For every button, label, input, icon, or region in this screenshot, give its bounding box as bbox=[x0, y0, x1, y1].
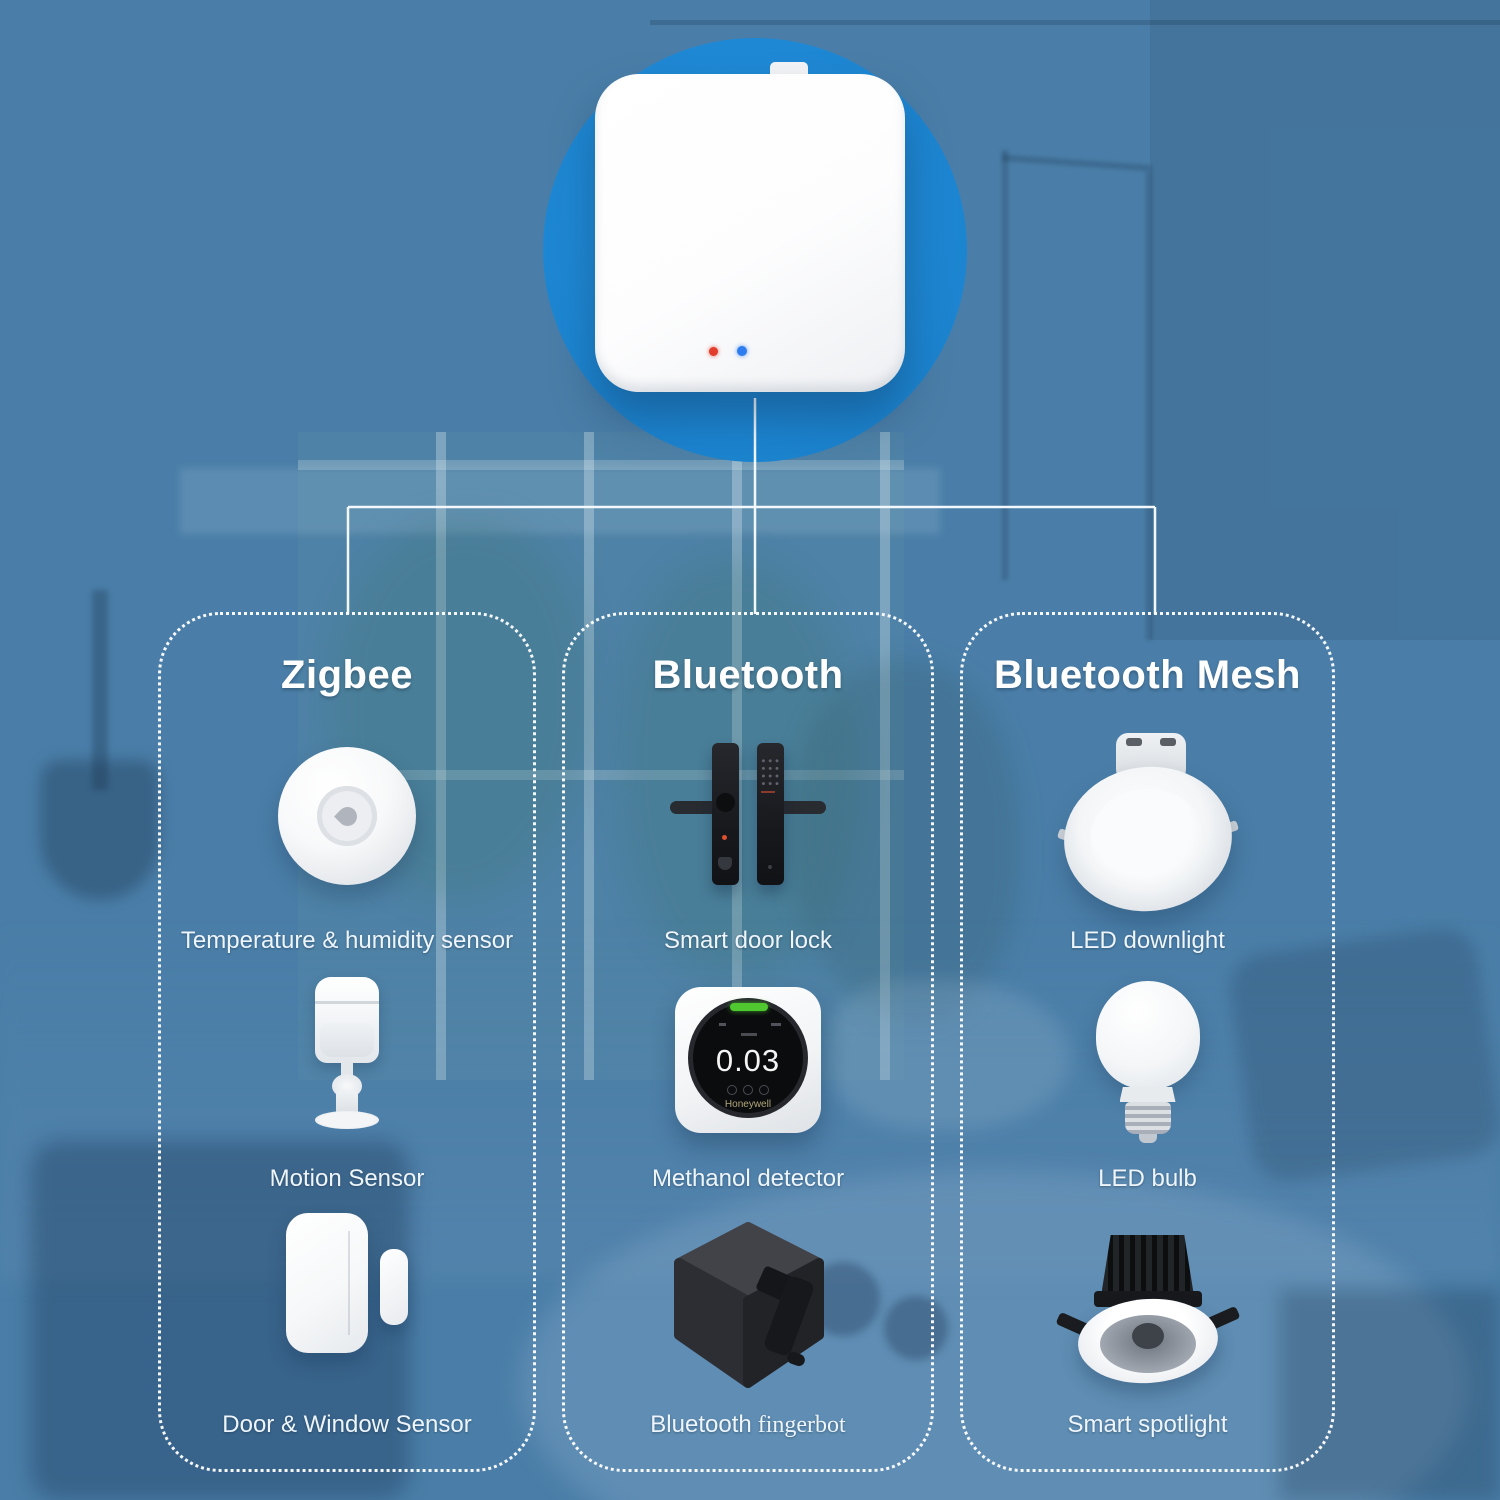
bg-window bbox=[298, 432, 904, 1080]
bulb-globe bbox=[1095, 981, 1200, 1089]
detector-icon bbox=[759, 1085, 769, 1095]
detector-mark bbox=[719, 1023, 726, 1026]
bluetooth-mesh-title: Bluetooth Mesh bbox=[994, 653, 1301, 697]
gateway-blue-led bbox=[737, 346, 747, 356]
led-downlight-label: LED downlight bbox=[1070, 927, 1225, 954]
zigbee-title: Zigbee bbox=[281, 653, 413, 697]
bulb-neck bbox=[1119, 1087, 1176, 1102]
lock-indicator bbox=[722, 835, 727, 840]
lock-handle bbox=[670, 801, 718, 814]
smart-door-lock-image bbox=[668, 737, 828, 889]
smart-spotlight-image bbox=[1054, 1235, 1241, 1388]
motion-sensor-image bbox=[307, 977, 387, 1135]
sensor-main-unit bbox=[286, 1213, 368, 1353]
methanol-detector-label: Methanol detector bbox=[651, 1165, 845, 1192]
bulb-tip bbox=[1138, 1134, 1157, 1143]
bg-side-table bbox=[1280, 1290, 1500, 1500]
led-bulb-image bbox=[1093, 981, 1203, 1145]
fingerbot-label-serif: fingerbot bbox=[751, 1412, 846, 1438]
sensor-neck bbox=[341, 1063, 353, 1077]
temperature-humidity-sensor-image bbox=[278, 745, 416, 893]
bg-lamp bbox=[92, 590, 108, 790]
group-bluetooth-mesh: Bluetooth Mesh LED downlight LED bulb Sm… bbox=[960, 612, 1335, 1472]
downlight-lens bbox=[1089, 789, 1206, 889]
detector-mark bbox=[741, 1033, 757, 1036]
methanol-detector-image: 0.03 Honeywell bbox=[675, 987, 821, 1133]
fingerbot-label-sans: Bluetooth bbox=[650, 1411, 752, 1438]
bg-door-frame bbox=[1002, 150, 1008, 580]
lock-keypad bbox=[760, 757, 780, 787]
bg-pillow bbox=[830, 980, 1070, 1130]
bg-ceiling-line bbox=[650, 20, 1500, 25]
gateway-red-led bbox=[709, 347, 718, 356]
sensor-base bbox=[315, 1111, 379, 1129]
smart-door-lock-label: Smart door lock bbox=[663, 927, 833, 954]
sensor-seam bbox=[348, 1231, 350, 1335]
bg-lamp bbox=[40, 760, 160, 900]
lock-shield-icon bbox=[718, 857, 732, 870]
motion-sensor-label: Motion Sensor bbox=[269, 1165, 425, 1192]
bg-wall-shade bbox=[1150, 0, 1500, 640]
bg-window-sill bbox=[180, 468, 940, 534]
smart-spotlight-label: Smart spotlight bbox=[1067, 1411, 1228, 1438]
detector-screen bbox=[688, 998, 808, 1118]
sensor-band bbox=[315, 1001, 379, 1004]
bg-door-frame bbox=[1146, 172, 1152, 640]
detector-status-bar bbox=[730, 1003, 768, 1011]
led-downlight-image bbox=[1055, 733, 1240, 921]
smart-gateway-image bbox=[595, 74, 905, 392]
sensor-lens bbox=[320, 1023, 374, 1057]
bluetooth-fingerbot-label: Bluetooth fingerbot bbox=[525, 1411, 971, 1439]
bluetooth-title: Bluetooth bbox=[652, 653, 844, 697]
fingerbot-cube bbox=[674, 1222, 824, 1388]
detector-icon bbox=[727, 1085, 737, 1095]
door-window-sensor-image bbox=[286, 1213, 408, 1353]
sensor-stand bbox=[336, 1091, 358, 1117]
sensor-magnet bbox=[380, 1249, 408, 1325]
detector-icon bbox=[743, 1085, 753, 1095]
detector-reading: 0.03 bbox=[715, 1043, 781, 1078]
spotlight-heatsink bbox=[1101, 1235, 1194, 1293]
fingerprint-knob bbox=[716, 793, 735, 812]
downlight-vent bbox=[1159, 738, 1176, 746]
lock-bottom-dot bbox=[768, 865, 772, 869]
bg-plant bbox=[790, 660, 1020, 1020]
group-zigbee: Zigbee Temperature & humidity sensor Mot… bbox=[158, 612, 536, 1472]
lock-handle bbox=[778, 801, 826, 814]
bulb-screw-base bbox=[1124, 1102, 1171, 1134]
door-window-sensor-label: Door & Window Sensor bbox=[222, 1411, 472, 1438]
group-bluetooth: Bluetooth Smart door lock 0.03 Honeywell… bbox=[562, 612, 934, 1472]
temperature-humidity-sensor-label: Temperature & humidity sensor bbox=[180, 927, 514, 954]
detector-mark bbox=[771, 1023, 781, 1026]
bluetooth-fingerbot-image bbox=[663, 1215, 833, 1393]
led-bulb-label: LED bulb bbox=[1098, 1165, 1197, 1192]
spotlight-led-module bbox=[1131, 1323, 1164, 1349]
bg-foliage bbox=[620, 560, 860, 980]
downlight-vent bbox=[1125, 738, 1142, 746]
bg-pompom bbox=[884, 1296, 948, 1360]
lock-keypad-indicator bbox=[761, 791, 775, 793]
detector-brand: Honeywell bbox=[724, 1099, 772, 1110]
